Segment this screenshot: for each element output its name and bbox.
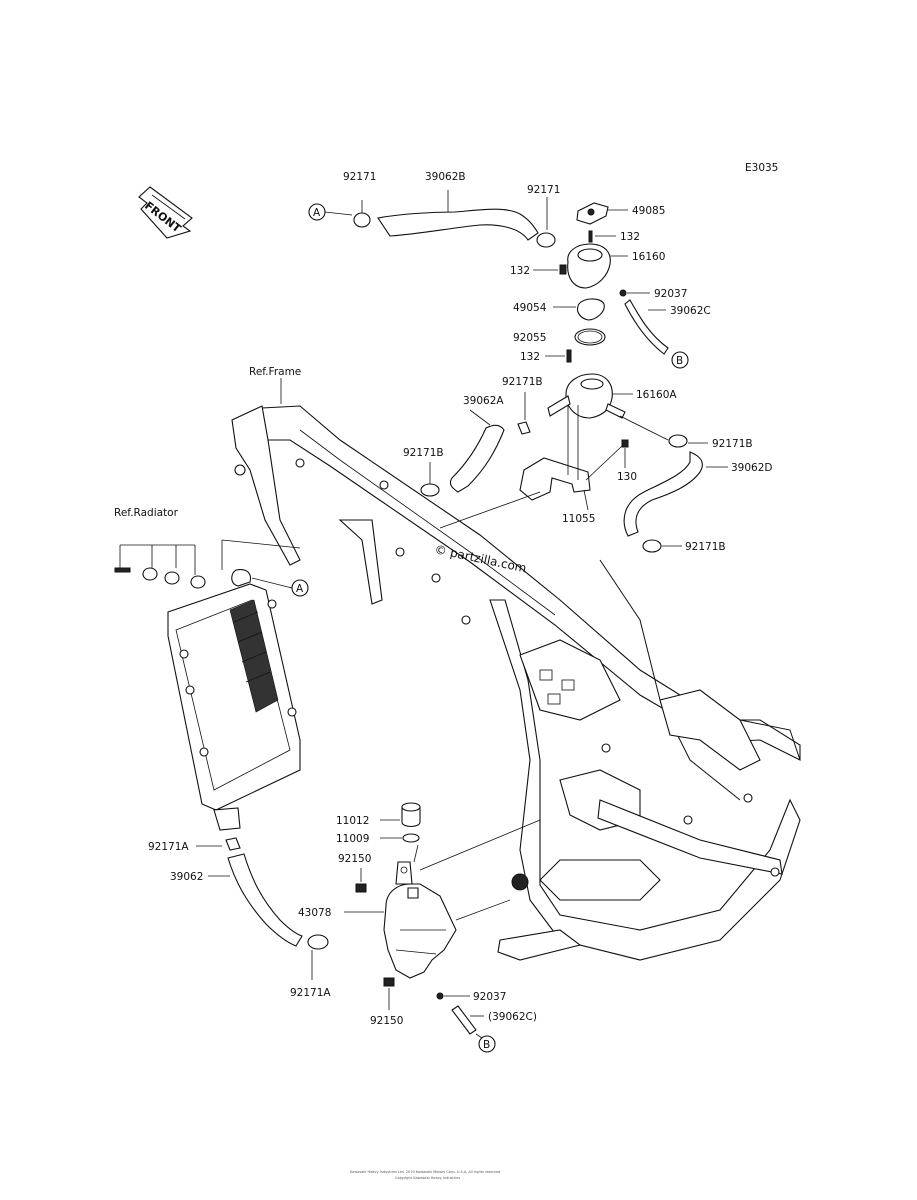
radiator: Ref.Radiator [114,507,301,831]
label-39062a: 39062A [463,395,504,407]
diagram-code: E3035 [745,162,778,174]
hose-39062c-lower [451,1005,477,1035]
frame-structure: Ref.Frame [231,366,801,961]
hose-39062d [623,451,703,537]
label-11009: 11009 [336,833,369,845]
callout-b-upper-label: B [676,355,683,367]
hose-39062 [227,853,303,947]
hose-39062c [624,299,669,355]
label-92037-bottom: 92037 [473,991,506,1003]
label-11055: 11055 [562,513,595,525]
label-92171a-left: 92171A [148,841,189,853]
front-arrow-icon: FRONT [138,186,193,239]
label-92171b-c: 92171B [712,438,753,450]
label-92171b-d: 92171B [685,541,726,553]
label-92171b-b: 92171B [403,447,444,459]
seal-11009 [402,833,420,843]
label-92150-a: 92150 [338,853,371,865]
label-132-a: 132 [620,231,640,243]
clamp-92171-left [353,212,371,228]
label-49054: 49054 [513,302,547,314]
callout-b-lower-label: B [483,1039,490,1051]
footer-line-2: Copyright Kawasaki Heavy Industries [395,1176,460,1180]
thermostat-49054 [576,298,605,321]
label-92171a-bottom: 92171A [290,987,331,999]
label-16160a: 16160A [636,389,677,401]
label-49085: 49085 [632,205,665,217]
label-132-c: 132 [520,351,540,363]
callout-b-lower [478,1035,496,1053]
hose-39062b [377,208,539,241]
label-132-b: 132 [510,265,530,277]
label-39062b: 39062B [425,171,466,183]
label-16160: 16160 [632,251,665,263]
label-92171b-a: 92171B [502,376,543,388]
label-39062: 39062 [170,871,203,883]
oring-92055 [574,328,606,346]
callout-a-mid [291,579,309,597]
label-92171-mid: 92171 [527,184,560,196]
label-92037-top: 92037 [654,288,687,300]
ref-radiator-label: Ref.Radiator [114,507,179,519]
label-43078: 43078 [298,907,331,919]
bracket-11055 [519,457,591,501]
clamp-92171-mid [536,232,556,248]
callout-b-upper [671,351,689,369]
label-39062d: 39062D [731,462,773,474]
hose-39062a [449,424,505,493]
label-11012: 11012 [336,815,369,827]
ref-frame-label: Ref.Frame [249,366,301,378]
label-92150-b: 92150 [370,1015,403,1027]
label-92171-left: 92171 [343,171,376,183]
callout-a-mid-label: A [296,583,304,595]
label-130: 130 [617,471,637,483]
callout-a-top-label: A [313,207,321,219]
footer-line-1: Kawasaki Heavy Industries Ltd. 2019 Kawa… [350,1170,500,1174]
label-39062c: 39062C [670,305,711,317]
reservoir-43078 [383,883,457,979]
label-39062c-paren: (39062C) [488,1011,537,1023]
label-92055: 92055 [513,332,546,344]
